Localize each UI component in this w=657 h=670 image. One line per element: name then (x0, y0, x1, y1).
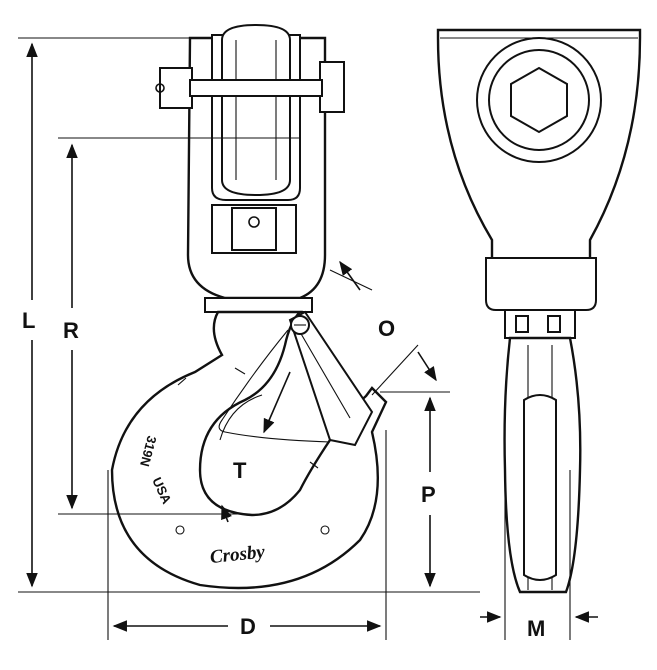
dimensions (18, 37, 598, 640)
dimension-label-D: D (240, 614, 256, 639)
cotter-pin (155, 83, 165, 93)
dimension-label-L: L (22, 308, 35, 333)
nut (319, 61, 345, 113)
latch (288, 310, 374, 447)
front-base (485, 257, 597, 311)
side-view: 319N USA Crosby (110, 23, 388, 590)
sheave (221, 23, 291, 197)
neck-collar (204, 297, 313, 313)
dimension-label-P: P (421, 482, 436, 507)
front-view (436, 28, 642, 594)
hex-nut (510, 66, 568, 134)
dimension-label-O: O (378, 316, 395, 341)
bolt-head (159, 67, 193, 109)
bolt-shank (189, 79, 323, 97)
dimension-label-T: T (233, 458, 247, 483)
set-screw (248, 216, 260, 228)
dimension-label-R: R (63, 318, 79, 343)
dimension-label-M: M (527, 616, 545, 641)
latch-spring (218, 329, 331, 443)
front-latch (523, 394, 557, 581)
